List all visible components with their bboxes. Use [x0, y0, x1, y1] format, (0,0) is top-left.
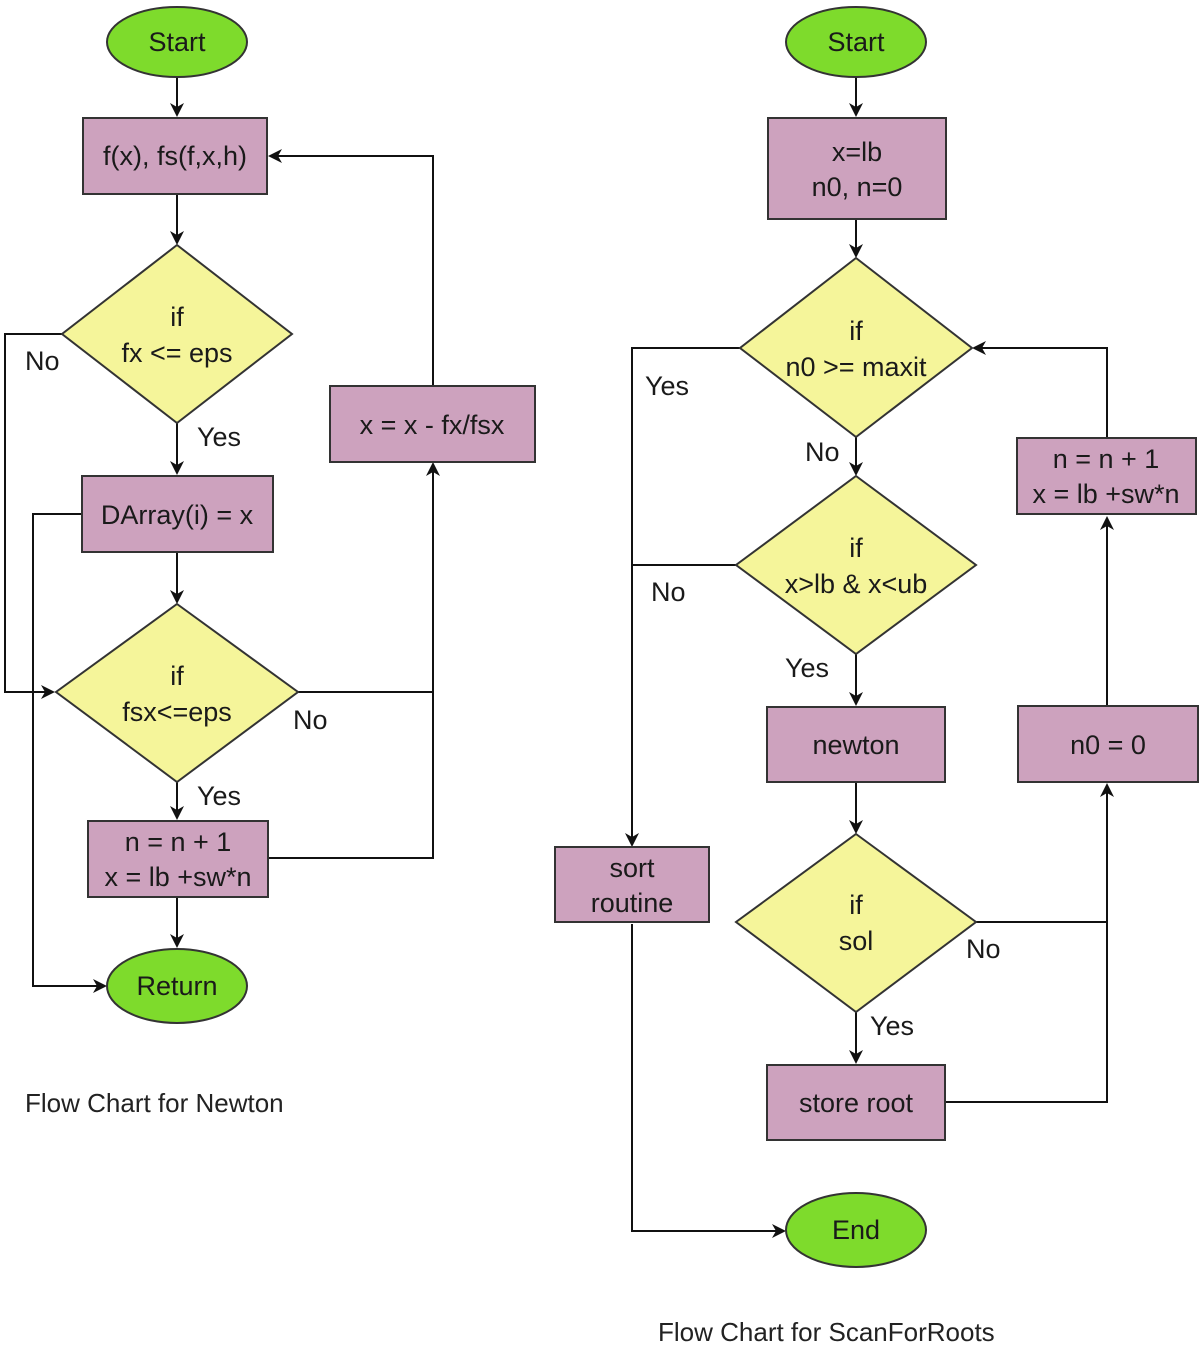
- scan-cond2-no-label: No: [651, 577, 686, 607]
- scan-start-label: Start: [827, 27, 885, 57]
- scan-connector-incr-cond1: [972, 341, 1108, 437]
- newton-start-label: Start: [148, 27, 206, 57]
- scan-cond2-line1: if: [849, 533, 863, 563]
- newton-incr-box: [87, 820, 269, 898]
- newton-cond2-yes-label: Yes: [197, 781, 241, 811]
- scan-cond3-line1: if: [849, 890, 863, 920]
- newton-connector-incr-update: [268, 462, 440, 859]
- scan-cond3-diamond: [734, 832, 978, 1014]
- scan-end-label: End: [832, 1215, 880, 1245]
- scan-newton-label: newton: [812, 730, 899, 760]
- newton-connector-darray-return: [32, 513, 107, 993]
- scan-cond1-line2: n0 >= maxit: [785, 352, 927, 382]
- scan-cond2-line2: x>lb & x<ub: [785, 569, 928, 599]
- newton-defs-box: [82, 117, 268, 195]
- newton-cond1-line2: fx <= eps: [121, 338, 232, 368]
- newton-incr-line2: x = lb +sw*n: [104, 862, 251, 892]
- scan-cond2-diamond: [734, 474, 978, 656]
- newton-connector-cond1-no: [4, 333, 64, 699]
- newton-update-label: x = x - fx/fsx: [360, 410, 505, 440]
- scan-sort-box: [554, 846, 710, 923]
- scan-connector-cond1-yes: [625, 347, 743, 847]
- newton-darray-box: [81, 475, 274, 553]
- newton-caption: Flow Chart for Newton: [25, 1088, 284, 1118]
- scan-newton-box: [766, 706, 946, 783]
- newton-return-label: Return: [136, 971, 217, 1001]
- scan-incr-line2: x = lb +sw*n: [1032, 479, 1179, 509]
- scan-sort-line2: routine: [591, 888, 674, 918]
- newton-return-node: [106, 948, 248, 1024]
- newton-connector-update-defs: [268, 149, 434, 385]
- scan-store-box: [766, 1064, 946, 1141]
- scan-cond3-line2: sol: [839, 926, 874, 956]
- newton-update-box: [329, 385, 536, 463]
- scan-cond1-no-label: No: [805, 437, 840, 467]
- scan-cond3-yes-label: Yes: [870, 1011, 914, 1041]
- newton-flowchart: Start f(x), fs(f,x,h) if fx <= eps DArra…: [4, 6, 536, 1118]
- scan-cond3-no-label: No: [966, 934, 1001, 964]
- newton-cond1-line1: if: [170, 302, 184, 332]
- newton-cond1-yes-label: Yes: [197, 422, 241, 452]
- scan-reset-box: [1017, 705, 1199, 783]
- scan-cond1-line1: if: [849, 316, 863, 346]
- newton-cond1-no-label: No: [25, 346, 60, 376]
- scan-caption: Flow Chart for ScanForRoots: [658, 1317, 995, 1347]
- scan-init-box: [767, 117, 947, 220]
- scan-cond2-yes-label: Yes: [785, 653, 829, 683]
- scan-connector-store-reset: [945, 783, 1114, 1103]
- newton-cond1-diamond: [60, 243, 294, 425]
- newton-cond2-line1: if: [170, 661, 184, 691]
- scan-start-node: [785, 6, 927, 78]
- scan-connector-sort-end: [631, 924, 786, 1238]
- scan-flowchart: Start x=lb n0, n=0 if n0 >= maxit if x>l…: [554, 6, 1199, 1347]
- newton-cond2-diamond: [54, 602, 300, 784]
- scan-cond1-diamond: [738, 256, 974, 439]
- scan-incr-line1: n = n + 1: [1053, 444, 1160, 474]
- newton-defs-label: f(x), fs(f,x,h): [103, 141, 247, 171]
- scan-cond1-yes-label: Yes: [645, 371, 689, 401]
- scan-incr-box: [1016, 437, 1197, 515]
- scan-store-label: store root: [799, 1088, 914, 1118]
- scan-reset-label: n0 = 0: [1070, 730, 1146, 760]
- newton-darray-label: DArray(i) = x: [101, 500, 254, 530]
- scan-end-node: [785, 1192, 927, 1268]
- scan-init-line1: x=lb: [832, 137, 882, 167]
- scan-sort-line1: sort: [609, 853, 655, 883]
- scan-init-line2: n0, n=0: [812, 172, 903, 202]
- newton-start-node: [106, 6, 248, 78]
- newton-cond2-no-label: No: [293, 705, 328, 735]
- newton-incr-line1: n = n + 1: [125, 827, 232, 857]
- newton-cond2-line2: fsx<=eps: [122, 697, 232, 727]
